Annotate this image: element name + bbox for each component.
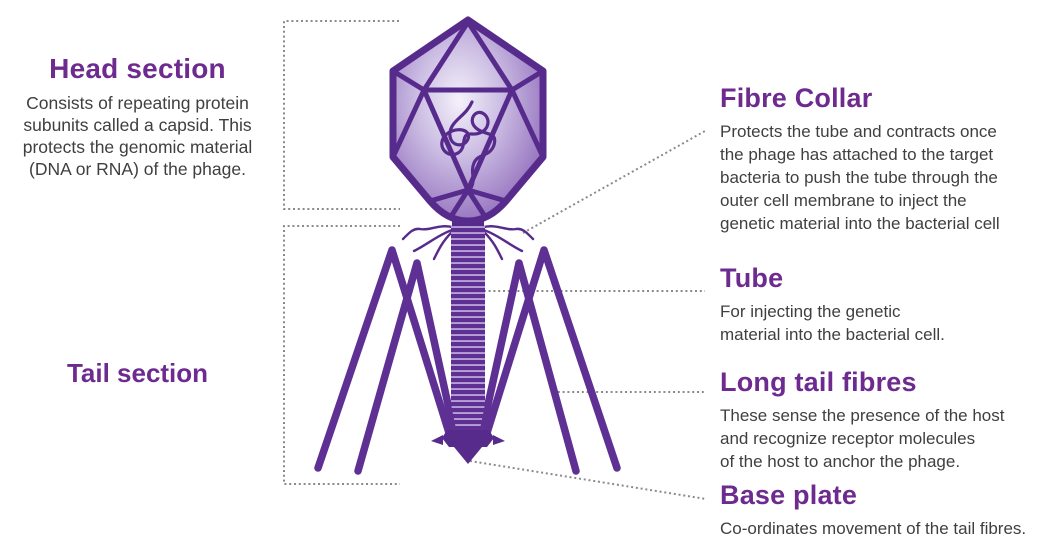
fibre-collar-block: Fibre Collar Protects the tube and contr… (720, 83, 1000, 235)
tube-title: Tube (720, 263, 784, 293)
head-section-desc-line: subunits called a capsid. This (23, 115, 252, 135)
head-section-desc-line: Consists of repeating protein (26, 93, 249, 113)
tail-section-bracket (283, 225, 400, 485)
tube-block: Tube For injecting the genetic material … (720, 263, 945, 346)
fibre-collar-desc-line: genetic material into the bacterial cell (720, 214, 1000, 233)
phage-tube (451, 226, 485, 434)
long-tail-fibres-block: Long tail fibres These sense the presenc… (720, 367, 1004, 473)
fibre-collar-desc-line: outer cell membrane to inject the (720, 191, 967, 210)
tail-fibre-right-inner (476, 259, 580, 475)
head-section-desc-line: protects the genomic material (22, 137, 253, 157)
head-section-desc-line: (DNA or RNA) of the phage. (29, 159, 246, 179)
head-section-block: Head section Consists of repeating prote… (10, 52, 265, 180)
tail-fibre-left-inner (354, 259, 460, 475)
head-section-bracket (283, 20, 400, 210)
long-tail-fibres-desc-line: These sense the presence of the host (720, 406, 1005, 425)
fibre-collar-desc-line: bacteria to push the tube through the (720, 168, 998, 187)
tail-fibre-left-outer (314, 246, 454, 472)
tube-desc-line: For injecting the genetic (720, 302, 901, 321)
long-tail-fibres-desc-line: and recognize receptor molecules (720, 429, 976, 448)
base-plate-title: Base plate (720, 480, 858, 510)
base-plate (431, 430, 505, 464)
tube-desc-line: material into the bacterial cell. (720, 325, 945, 344)
tail-section-block: Tail section (10, 358, 265, 388)
fibre-collar-title: Fibre Collar (720, 83, 873, 113)
base-plate-desc-line: Co-ordinates movement of the tail fibres… (720, 519, 1027, 538)
long-tail-fibres-title: Long tail fibres (720, 367, 917, 397)
fibre-collar-whiskers (401, 225, 535, 261)
tail-section-title: Tail section (66, 358, 209, 388)
head-section-title: Head section (49, 53, 226, 84)
tail-fibre-right-outer (482, 246, 621, 472)
base-plate-block: Base plate Co-ordinates movement of the … (720, 480, 1026, 540)
fibre-collar-desc-line: Protects the tube and contracts once (720, 122, 997, 141)
leader-fibre-collar (522, 130, 706, 234)
leader-base-plate (469, 460, 707, 500)
genome-squiggle (440, 100, 497, 190)
long-tail-fibres-desc-line: of the host to anchor the phage. (720, 452, 961, 471)
head-capsid (389, 16, 547, 225)
fibre-collar-desc-line: the phage has attached to the target (720, 145, 994, 164)
base-plate-spike (454, 447, 482, 464)
long-tail-fibres (314, 246, 621, 475)
